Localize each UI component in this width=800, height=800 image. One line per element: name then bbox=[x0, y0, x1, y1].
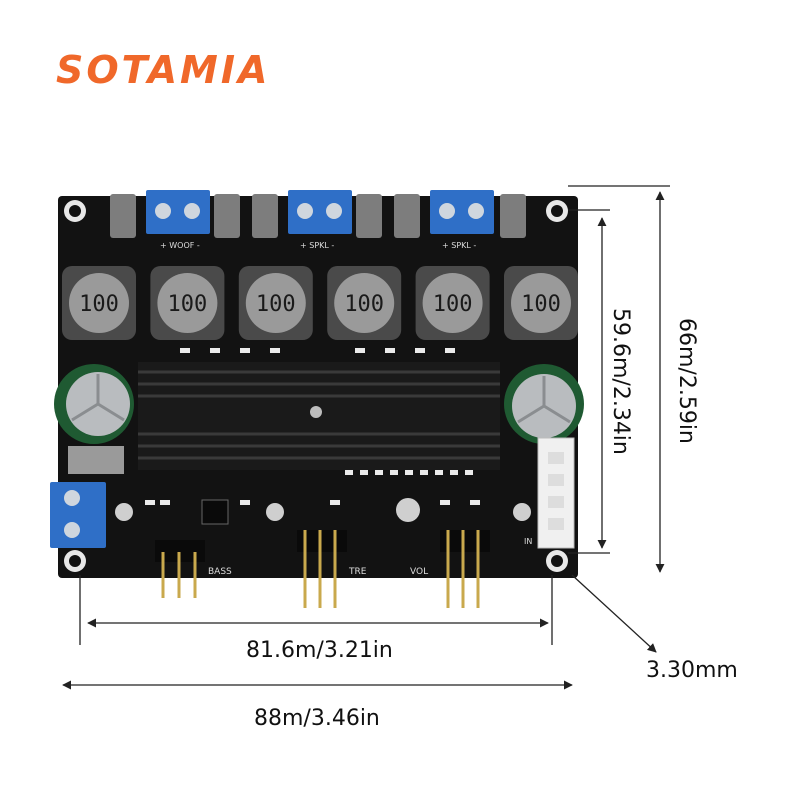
inductor-4: 100 bbox=[327, 266, 402, 340]
silk-vol: VOL bbox=[410, 567, 428, 577]
silk-woof: + WOOF - bbox=[160, 241, 200, 250]
inductor-label: 100 bbox=[344, 292, 384, 317]
terminal-power-input bbox=[50, 482, 106, 548]
label-width-between-holes: 81.6m/3.21in bbox=[246, 638, 393, 663]
silk-tre: TRE bbox=[348, 567, 367, 577]
inductor-3: 100 bbox=[238, 266, 313, 340]
mounting-hole-bottom-right bbox=[546, 550, 568, 572]
terminal-spkl-2 bbox=[430, 190, 494, 234]
terminal-woof bbox=[146, 190, 210, 234]
silk-in: IN bbox=[524, 537, 532, 546]
inductor-5: 100 bbox=[415, 266, 490, 340]
inductors: 100 100 100 100 100 100 bbox=[62, 266, 578, 340]
inductor-label: 100 bbox=[79, 292, 119, 317]
inductor-2: 100 bbox=[150, 266, 225, 340]
inductor-label: 100 bbox=[256, 292, 296, 317]
inductor-1: 100 bbox=[62, 266, 136, 340]
dimension-lines bbox=[62, 185, 670, 690]
label-total-width: 88m/3.46in bbox=[254, 706, 380, 731]
inductor-label: 100 bbox=[433, 292, 473, 317]
terminal-spkl-1 bbox=[288, 190, 352, 234]
silk-spkl-2: + SPKL - bbox=[442, 241, 476, 250]
label-total-height: 66m/2.59in bbox=[674, 318, 699, 444]
silk-bass: BASS bbox=[208, 567, 232, 577]
small-capacitor-2 bbox=[266, 503, 284, 521]
smd-strip-upper bbox=[180, 348, 455, 353]
inductor-6: 100 bbox=[504, 266, 578, 340]
smd-strip-lower bbox=[145, 470, 480, 505]
label-height-between-holes: 59.6m/2.34in bbox=[608, 308, 633, 455]
voltage-regulator bbox=[68, 446, 124, 474]
brand-logo: SOTAMIA bbox=[56, 48, 271, 92]
small-capacitor-3 bbox=[396, 498, 420, 522]
silk-spkl-1: + SPKL - bbox=[300, 241, 334, 250]
pin-header-tre bbox=[297, 530, 347, 608]
capacitor-left bbox=[54, 364, 134, 444]
mounting-hole-top-right bbox=[546, 200, 568, 222]
pin-header-vol bbox=[440, 530, 490, 608]
inductor-label: 100 bbox=[521, 292, 561, 317]
film-resistors bbox=[110, 194, 526, 238]
inductor-label: 100 bbox=[168, 292, 208, 317]
input-connector bbox=[537, 437, 575, 549]
pin-header-bass bbox=[155, 540, 205, 598]
small-capacitor-1 bbox=[115, 503, 133, 521]
mounting-hole-bottom-left bbox=[64, 550, 86, 572]
heatsink bbox=[138, 362, 500, 470]
mounting-hole-top-left bbox=[64, 200, 86, 222]
small-capacitor-4 bbox=[513, 503, 531, 521]
op-amp-chip bbox=[201, 499, 229, 525]
label-hole-diameter: 3.30mm bbox=[646, 658, 738, 683]
capacitor-right bbox=[504, 364, 584, 444]
